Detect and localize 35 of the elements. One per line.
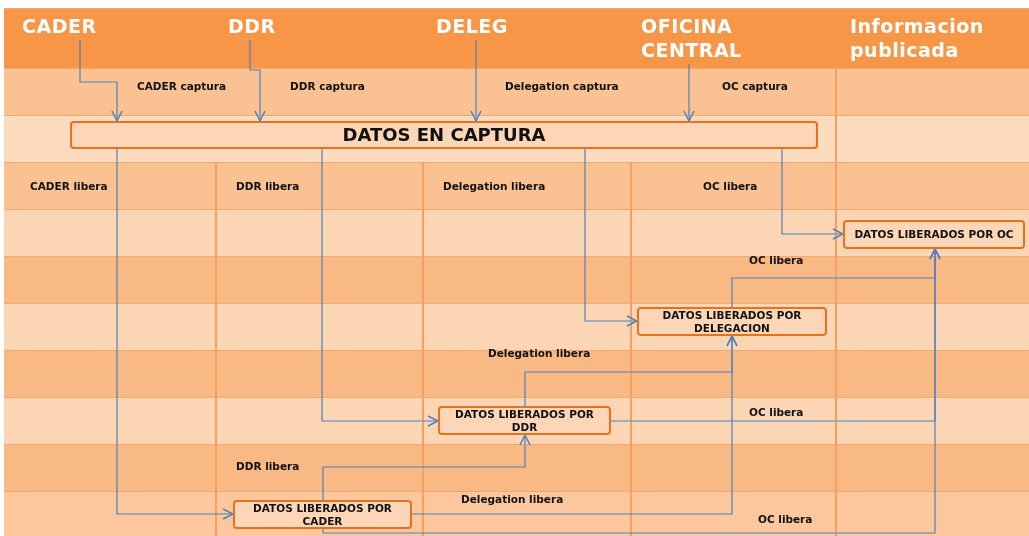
connector-arrow	[79, 39, 123, 122]
connector-arrow	[249, 39, 266, 122]
edge-label: Delegation libera	[461, 493, 564, 505]
connector-arrow	[584, 148, 638, 327]
process-box: DATOS LIBERADOS POR OC	[843, 220, 1025, 249]
connector-arrow	[683, 63, 695, 122]
row-label: CADER libera	[30, 180, 108, 192]
process-box: DATOS LIBERADOS POR DELEGACION	[637, 307, 827, 336]
edge-label: Delegation captura	[505, 80, 619, 92]
row-label: OC libera	[703, 180, 758, 192]
row-label: DDR libera	[236, 180, 300, 192]
edge-label: CADER captura	[137, 80, 227, 92]
edge-label: OC libera	[749, 254, 804, 266]
connector-arrow	[321, 148, 439, 427]
edge-label: Delegation libera	[488, 347, 591, 359]
edge-label: DDR libera	[236, 460, 300, 472]
column-header: OFICINA CENTRAL	[641, 14, 791, 62]
process-box: DATOS LIBERADOS POR CADER	[233, 500, 412, 529]
edge-label: OC libera	[758, 513, 813, 525]
connector-arrow	[116, 148, 234, 520]
column-header: CADER	[22, 14, 132, 38]
edge-label: OC captura	[722, 80, 788, 92]
column-header: Informacion publicada	[850, 14, 985, 62]
connector-arrow	[470, 39, 482, 122]
connector-arrow	[524, 335, 738, 407]
connector-arrow	[781, 148, 844, 240]
edge-label: DDR captura	[290, 80, 365, 92]
process-box: DATOS LIBERADOS POR DDR	[438, 406, 611, 435]
connector-arrow	[322, 434, 531, 501]
column-header: DELEG	[436, 14, 536, 38]
connector-arrow	[731, 248, 941, 308]
process-box: DATOS EN CAPTURA	[70, 121, 818, 149]
column-header: DDR	[228, 14, 308, 38]
edge-label: OC libera	[749, 406, 804, 418]
row-label: Delegation libera	[443, 180, 546, 192]
